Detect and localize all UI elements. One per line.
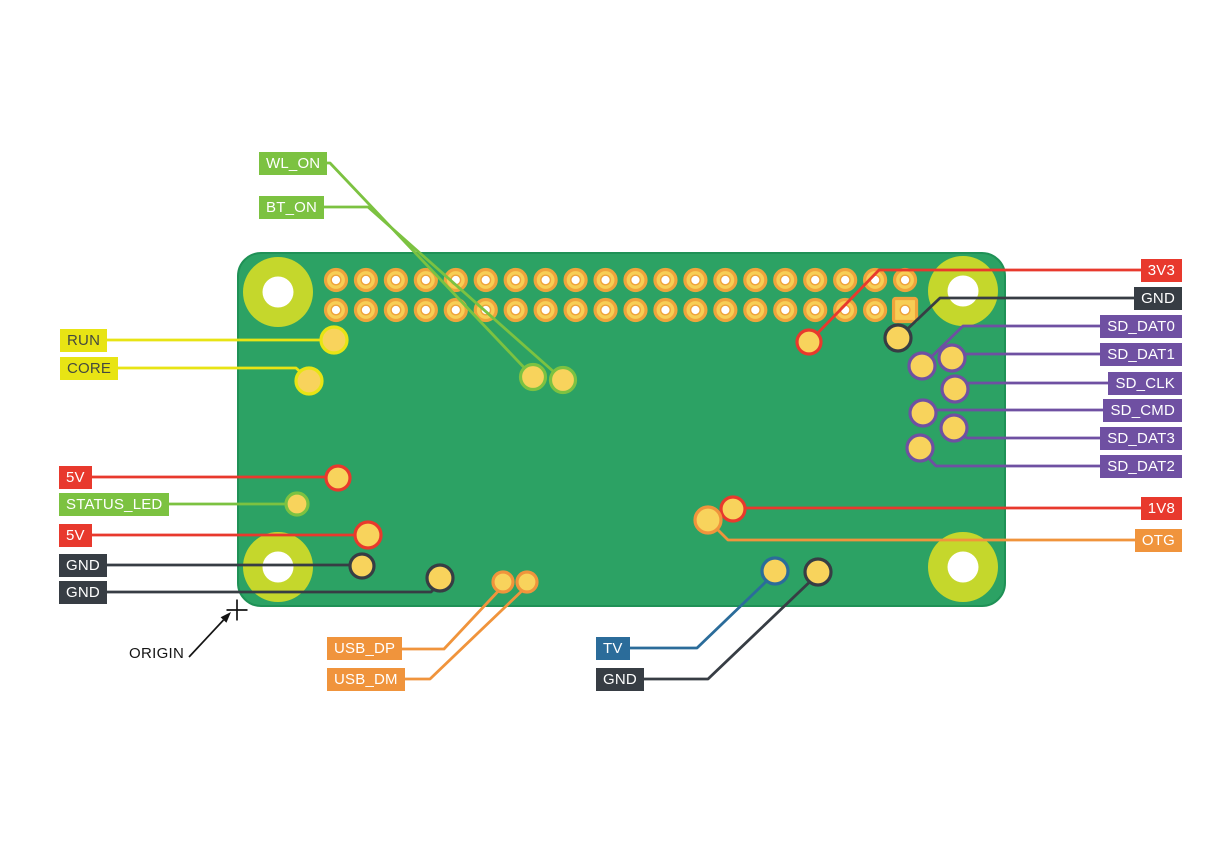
pin-label-sd_cmd: SD_CMD — [1103, 399, 1182, 422]
test-pad-v1v8 — [719, 495, 747, 523]
header-pin-bore — [719, 274, 731, 286]
test-pad-v5_b — [353, 520, 383, 550]
test-pad-status_led — [284, 491, 310, 517]
pin-label-sd_dat2: SD_DAT2 — [1100, 455, 1182, 478]
header-pin-bore — [540, 274, 552, 286]
leader-tv — [610, 571, 776, 650]
pin-label-v1v8: 1V8 — [1140, 497, 1182, 520]
pin-label-bt_on: BT_ON — [259, 196, 325, 219]
test-pad-gnd_r — [883, 323, 913, 353]
header-pin-bore — [420, 304, 432, 316]
leader-gnd_b — [614, 572, 819, 681]
header-pin-bore — [450, 304, 462, 316]
header-pin-bore — [749, 304, 761, 316]
pin-label-core: CORE — [60, 357, 119, 380]
header-pin-bore — [659, 274, 671, 286]
header-pin-bore — [809, 274, 821, 286]
header-pin-bore — [839, 274, 851, 286]
pin-label-otg: OTG — [1134, 529, 1182, 552]
header-pin-bore — [689, 304, 701, 316]
header-pin-bore — [659, 304, 671, 316]
pin-label-sd_dat1: SD_DAT1 — [1100, 343, 1182, 366]
header-pin-bore — [570, 274, 582, 286]
pin-label-gnd_r: GND — [1134, 287, 1182, 310]
test-pad-tv — [760, 556, 790, 586]
header-pin-bore — [420, 274, 432, 286]
test-pad-v5_a — [324, 464, 352, 492]
test-pad-bt_on — [548, 365, 578, 395]
origin-label: ORIGIN — [129, 645, 185, 662]
pin-label-sd_dat0: SD_DAT0 — [1100, 315, 1182, 338]
pin-label-gnd_l2: GND — [59, 581, 107, 604]
test-pad-sd_cmd — [908, 398, 938, 428]
mounting-hole-bore — [947, 275, 979, 307]
mounting-hole-bore — [262, 551, 294, 583]
header-pin-bore — [330, 304, 342, 316]
leader-gnd_r — [898, 296, 1162, 339]
header-pin-bore — [360, 304, 372, 316]
header-pin-bore — [510, 304, 522, 316]
pcb-board — [237, 252, 1006, 607]
pin-label-usb_dp: USB_DP — [327, 637, 403, 660]
header-pin-bore — [809, 304, 821, 316]
test-pad-gnd_l1 — [348, 552, 376, 580]
pin-label-run: RUN — [60, 329, 108, 352]
pin-label-v3v3: 3V3 — [1140, 259, 1182, 282]
leader-sd_dat0 — [922, 324, 1162, 367]
header-pin-bore — [749, 274, 761, 286]
pin-label-gnd_l1: GND — [59, 554, 107, 577]
pin-label-v5_a: 5V — [59, 466, 92, 489]
test-pad-sd_dat3 — [939, 413, 969, 443]
pin-label-sd_clk: SD_CLK — [1108, 372, 1182, 395]
test-pad-sd_dat2 — [905, 433, 935, 463]
header-pin-bore — [390, 274, 402, 286]
test-pad-gnd_l2 — [425, 563, 455, 593]
header-pin-bore — [390, 304, 402, 316]
pin-label-sd_dat3: SD_DAT3 — [1100, 427, 1182, 450]
test-pad-gnd_b — [803, 557, 833, 587]
header-pin-bore — [689, 274, 701, 286]
header-pin-bore — [570, 304, 582, 316]
test-pad-sd_dat0 — [907, 351, 937, 381]
test-pad-sd_dat1 — [937, 343, 967, 373]
test-pad-usb_dm — [515, 570, 539, 594]
header-pin-bore — [719, 304, 731, 316]
pin-label-wl_on: WL_ON — [259, 152, 328, 175]
header-pin-bore — [779, 274, 791, 286]
header-pin-bore — [330, 274, 342, 286]
header-pin-bore — [540, 304, 552, 316]
test-pad-sd_clk — [940, 374, 970, 404]
header-pin-bore — [630, 274, 642, 286]
header-pin-bore — [600, 274, 612, 286]
header-pin-bore — [480, 274, 492, 286]
header-pin-bore — [360, 274, 372, 286]
header-pin-bore — [630, 304, 642, 316]
pin-label-v5_b: 5V — [59, 524, 92, 547]
pin-label-status_led: STATUS_LED — [59, 493, 170, 516]
header-pin-bore — [510, 274, 522, 286]
test-pad-otg — [693, 505, 723, 535]
test-pad-run — [319, 325, 349, 355]
header-pin-bore — [899, 274, 911, 286]
header-pin-bore — [899, 304, 911, 316]
mounting-hole-bore — [262, 276, 294, 308]
pin-label-tv: TV — [596, 637, 630, 660]
header-pin-bore — [600, 304, 612, 316]
pin-label-usb_dm: USB_DM — [327, 668, 405, 691]
header-pin-bore — [869, 304, 881, 316]
mounting-hole-bore — [947, 551, 979, 583]
pin-label-gnd_b: GND — [596, 668, 644, 691]
test-pad-v3v3 — [795, 328, 823, 356]
test-pad-usb_dp — [491, 570, 515, 594]
origin-arrowhead-icon — [220, 612, 231, 623]
header-pin-bore — [779, 304, 791, 316]
test-pad-core — [294, 366, 324, 396]
test-pad-wl_on — [518, 362, 548, 392]
origin-arrow-icon — [188, 619, 225, 658]
leader-v3v3 — [808, 268, 1162, 342]
